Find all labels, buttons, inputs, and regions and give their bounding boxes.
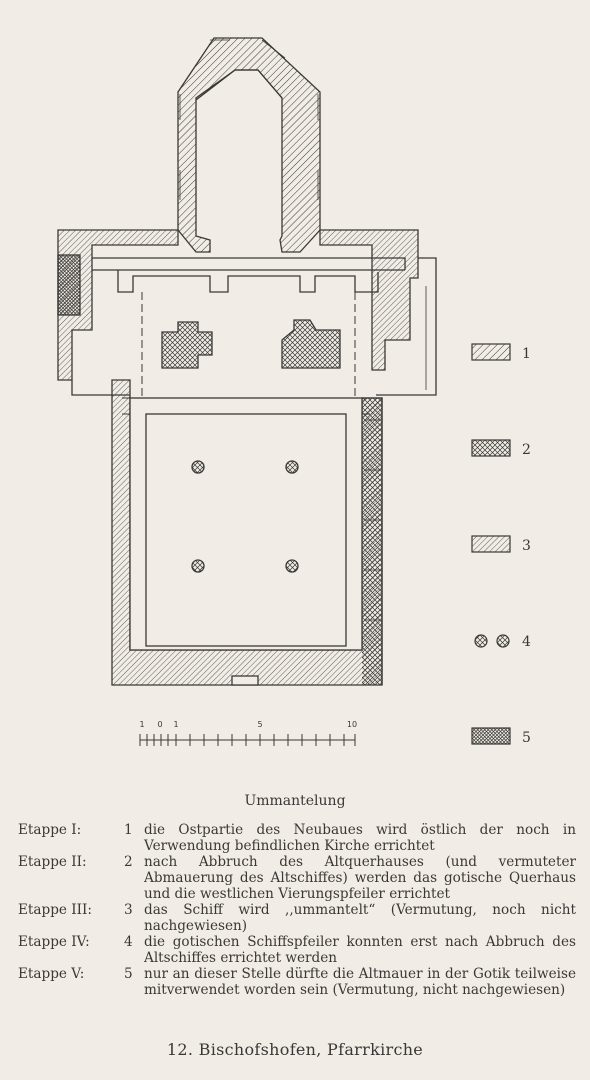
figure-caption: 12. Bischofshofen, Pfarrkirche bbox=[166, 1040, 424, 1059]
legend-number: 5 bbox=[522, 730, 531, 746]
scale-label: 1 bbox=[139, 720, 144, 729]
stage-item: Etappe V: 5 nur an dieser Stelle dürfte … bbox=[18, 966, 576, 998]
legend-number: 1 bbox=[522, 346, 531, 362]
transept bbox=[57, 229, 437, 396]
stage-item: Etappe III: 3 das Schiff wird ,,ummantel… bbox=[18, 902, 576, 934]
stage-text: nach Abbruch des Altquerhauses (und verm… bbox=[144, 854, 576, 902]
stage-label: Etappe III: bbox=[18, 902, 92, 918]
crossing-pier-right bbox=[281, 319, 341, 369]
legend-number: 3 bbox=[522, 538, 531, 554]
nave bbox=[111, 379, 383, 686]
scale-labels: 1 0 1 5 10 bbox=[139, 720, 357, 729]
legend-number: 2 bbox=[522, 442, 531, 458]
stage-label: Etappe II: bbox=[18, 854, 87, 870]
stage-label: Etappe V: bbox=[18, 966, 85, 982]
subheading: Ummantelung bbox=[244, 793, 346, 809]
stage-label: Etappe IV: bbox=[18, 934, 90, 950]
stage-number: 4 bbox=[124, 934, 133, 950]
nave-columns bbox=[191, 460, 299, 573]
stage-number: 3 bbox=[124, 902, 133, 918]
choir-apse bbox=[177, 37, 321, 253]
legend-column-symbol bbox=[474, 634, 488, 648]
floor-plan-diagram: 1 0 1 5 10 1 2 3 4 5 bbox=[57, 37, 531, 746]
scale-label: 10 bbox=[347, 720, 357, 729]
legend-swatch-3 bbox=[471, 535, 511, 553]
legend bbox=[471, 343, 511, 745]
legend-number: 4 bbox=[522, 634, 531, 650]
crossing-pier-left bbox=[161, 321, 213, 369]
stage-number: 5 bbox=[124, 966, 133, 982]
scale-label: 1 bbox=[173, 720, 178, 729]
legend-column-symbol bbox=[496, 634, 510, 648]
stage-label: Etappe I: bbox=[18, 822, 82, 838]
stage-text: die Ostpartie des Neubaues wird östlich … bbox=[144, 822, 576, 854]
legend-swatch-1 bbox=[471, 343, 511, 361]
scale-label: 5 bbox=[257, 720, 262, 729]
legend-swatch-5 bbox=[471, 727, 511, 745]
stage-item: Etappe I: 1 die Ostpartie des Neubaues w… bbox=[18, 822, 576, 854]
legend-numbers: 1 2 3 4 5 bbox=[522, 346, 531, 746]
legend-swatch-2 bbox=[471, 439, 511, 457]
stage-text: die gotischen Schiffspfeiler konnten ers… bbox=[144, 934, 576, 966]
stage-list: Etappe I: 1 die Ostpartie des Neubaues w… bbox=[18, 822, 576, 998]
stage-item: Etappe II: 2 nach Abbruch des Altquerhau… bbox=[18, 854, 576, 902]
stage-text: nur an dieser Stelle dürfte die Altmauer… bbox=[144, 966, 576, 998]
stage-number: 1 bbox=[124, 822, 133, 838]
stage-number: 2 bbox=[124, 854, 133, 870]
scale-bar bbox=[139, 734, 356, 746]
stage-text: das Schiff wird ,,ummantelt“ (Vermutung,… bbox=[144, 902, 576, 934]
stage-item: Etappe IV: 4 die gotischen Schiffspfeile… bbox=[18, 934, 576, 966]
scale-label: 0 bbox=[157, 720, 162, 729]
